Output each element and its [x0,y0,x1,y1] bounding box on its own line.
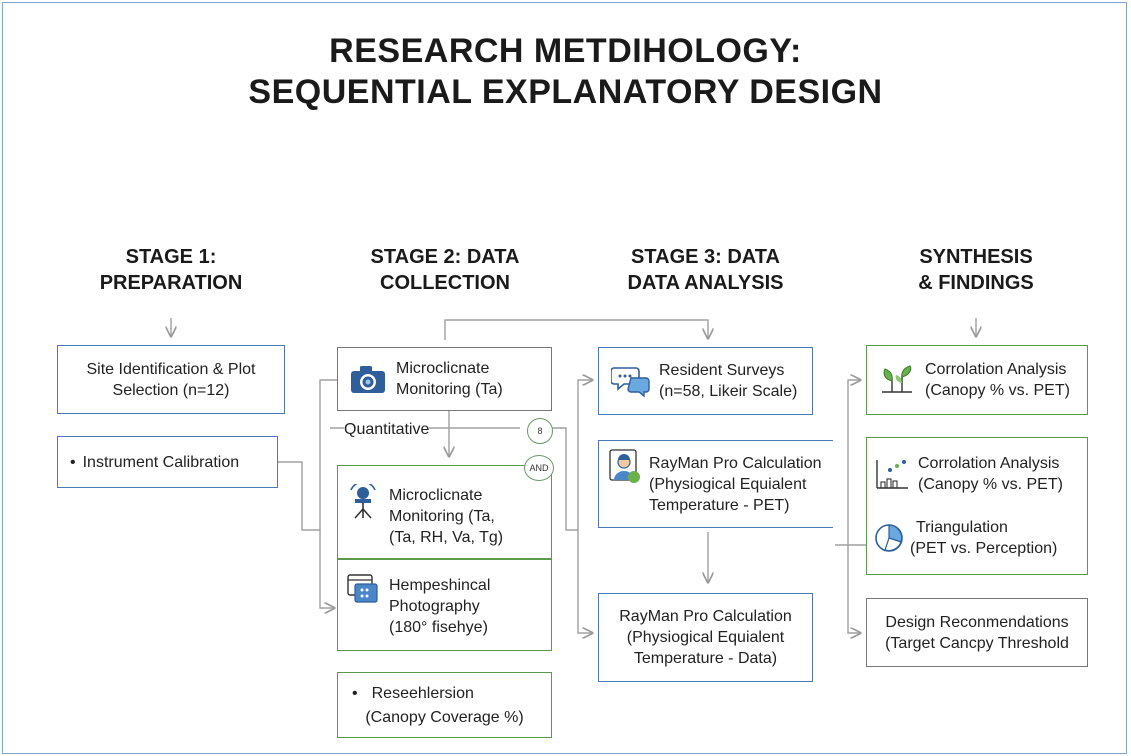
bullet: • [70,453,76,471]
surveys-line-2: (n=58, Likeir Scale) [659,383,798,400]
site-identification-box: Site Identification & Plot Selection (n=… [57,345,285,414]
corr1-line-1: Corrolation Analysis [925,361,1067,378]
corr2-line-1: Corrolation Analysis [918,455,1060,472]
research-line-1: Reseehlersion [371,684,474,702]
page-title: RESEARCH METDIHOLOGY: SEQUENTIAL EXPLANA… [0,32,1131,112]
rayman-data-box: RayMan Pro Calculation (Physiogical Equi… [598,593,813,682]
rayman1-line-3: Temperature - PET) [649,496,790,514]
calibration-label: Instrument Calibration [82,453,240,471]
monitoring-line-1: Microclicnate [389,486,483,504]
stage-4-line-1: SYNTHESIS [919,246,1033,268]
photography-line-3: (180° fisehye) [389,618,488,636]
site-line-1: Site Identification & Plot [86,360,256,378]
resident-surveys-box: Resident Surveys (n=58, Likeir Scale) [598,347,813,415]
surveys-line-1: Resident Surveys [659,362,785,379]
stage-3-line-1: STAGE 3: DATA [631,246,780,268]
analysis-group [866,437,1088,575]
correlation-analysis-box-2: Corrolation Analysis (Canopy % vs. PET) [872,448,1086,500]
research-line-2: (Canopy Coverage %) [365,708,524,726]
correlation-analysis-box-1: Corrolation Analysis (Canopy % vs. PET) [866,345,1088,415]
design-recommendations-box: Design Reconmendations (Target Cancpy Th… [866,598,1088,667]
chat-bubbles-icon [609,364,653,398]
photo-window-icon [343,574,383,604]
photography-line-1: Hempeshincal [389,576,491,594]
stage-1-line-1: STAGE 1: [125,246,217,268]
design-line-2: (Target Cancpy Threshold [885,634,1069,652]
plant-icon [877,365,917,395]
rayman1-line-2: (Physiogical Equialent [649,475,807,493]
quantitative-label: Quantitative [344,421,430,439]
stage-3-header: STAGE 3: DATA DATA ANALYSIS [598,244,813,296]
photography-line-2: Photography [389,597,480,615]
design-line-1: Design Reconmendations [885,613,1069,631]
stage-3-line-2: DATA ANALYSIS [627,272,784,294]
microclimate-monitoring-box: Microclicnate Monitoring (Ta, (Ta, RH, V… [343,478,548,554]
rayman1-line-1: RayMan Pro Calculation [649,454,822,472]
corr1-line-2: (Canopy % vs. PET) [925,382,1070,399]
rayman-pet-box: RayMan Pro Calculation (Physiogical Equi… [598,440,833,528]
rayman2-line-2: (Physiogical Equialent [626,629,785,646]
sequence-badge: 8 [527,418,553,444]
and-badge: AND [524,455,554,481]
hemispherical-photography-box: Hempeshincal Photography (180° fisehye) [343,568,548,644]
monitoring-top-line-2: Monitoring (Ta) [396,381,503,398]
instrument-calibration-box: • Instrument Calibration [57,436,278,488]
triangulation-line-1: Triangulation [916,519,1008,536]
person-monitor-icon [607,449,643,485]
pie-chart-icon [872,522,906,554]
camera-icon [346,363,390,395]
triangulation-line-2: (PET vs. Perception) [910,540,1058,557]
scatter-plot-icon [872,458,912,490]
stage-4-line-2: & FINDINGS [918,272,1034,294]
title-line-2: SEQUENTIAL EXPLANATORY DESIGN [248,73,883,111]
stage-1-header: STAGE 1: PREPARATION [71,244,271,296]
weather-sensor-icon [343,484,383,520]
stage-2-line-2: COLLECTION [380,272,510,294]
rayman2-line-3: Temperature - Data) [633,650,778,667]
group-divider [338,558,551,560]
monitoring-line-2: Monitoring (Ta, [389,507,495,525]
stage-1-line-2: PREPARATION [99,272,243,294]
title-line-1: RESEARCH METDIHOLOGY: [329,32,802,70]
site-line-2: Selection (n=12) [112,381,230,399]
corr2-line-2: (Canopy % vs. PET) [918,476,1063,493]
monitoring-top-line-1: Microclicnate [396,360,490,377]
research-canopy-box: • Reseehlersion (Canopy Coverage %) [337,672,552,738]
monitoring-line-3: (Ta, RH, Va, Tg) [389,528,504,546]
stage-4-header: SYNTHESIS & FINDINGS [866,244,1086,296]
rayman2-line-1: RayMan Pro Calculation [619,608,792,625]
microclimate-monitoring-top-box: Microclicnate Monitoring (Ta) [337,347,552,411]
stage-2-line-1: STAGE 2: DATA [370,246,520,268]
bullet: • [352,684,358,702]
triangulation-box: Triangulation (PET vs. Perception) [872,512,1086,564]
stage-2-header: STAGE 2: DATA COLLECTION [340,244,550,296]
